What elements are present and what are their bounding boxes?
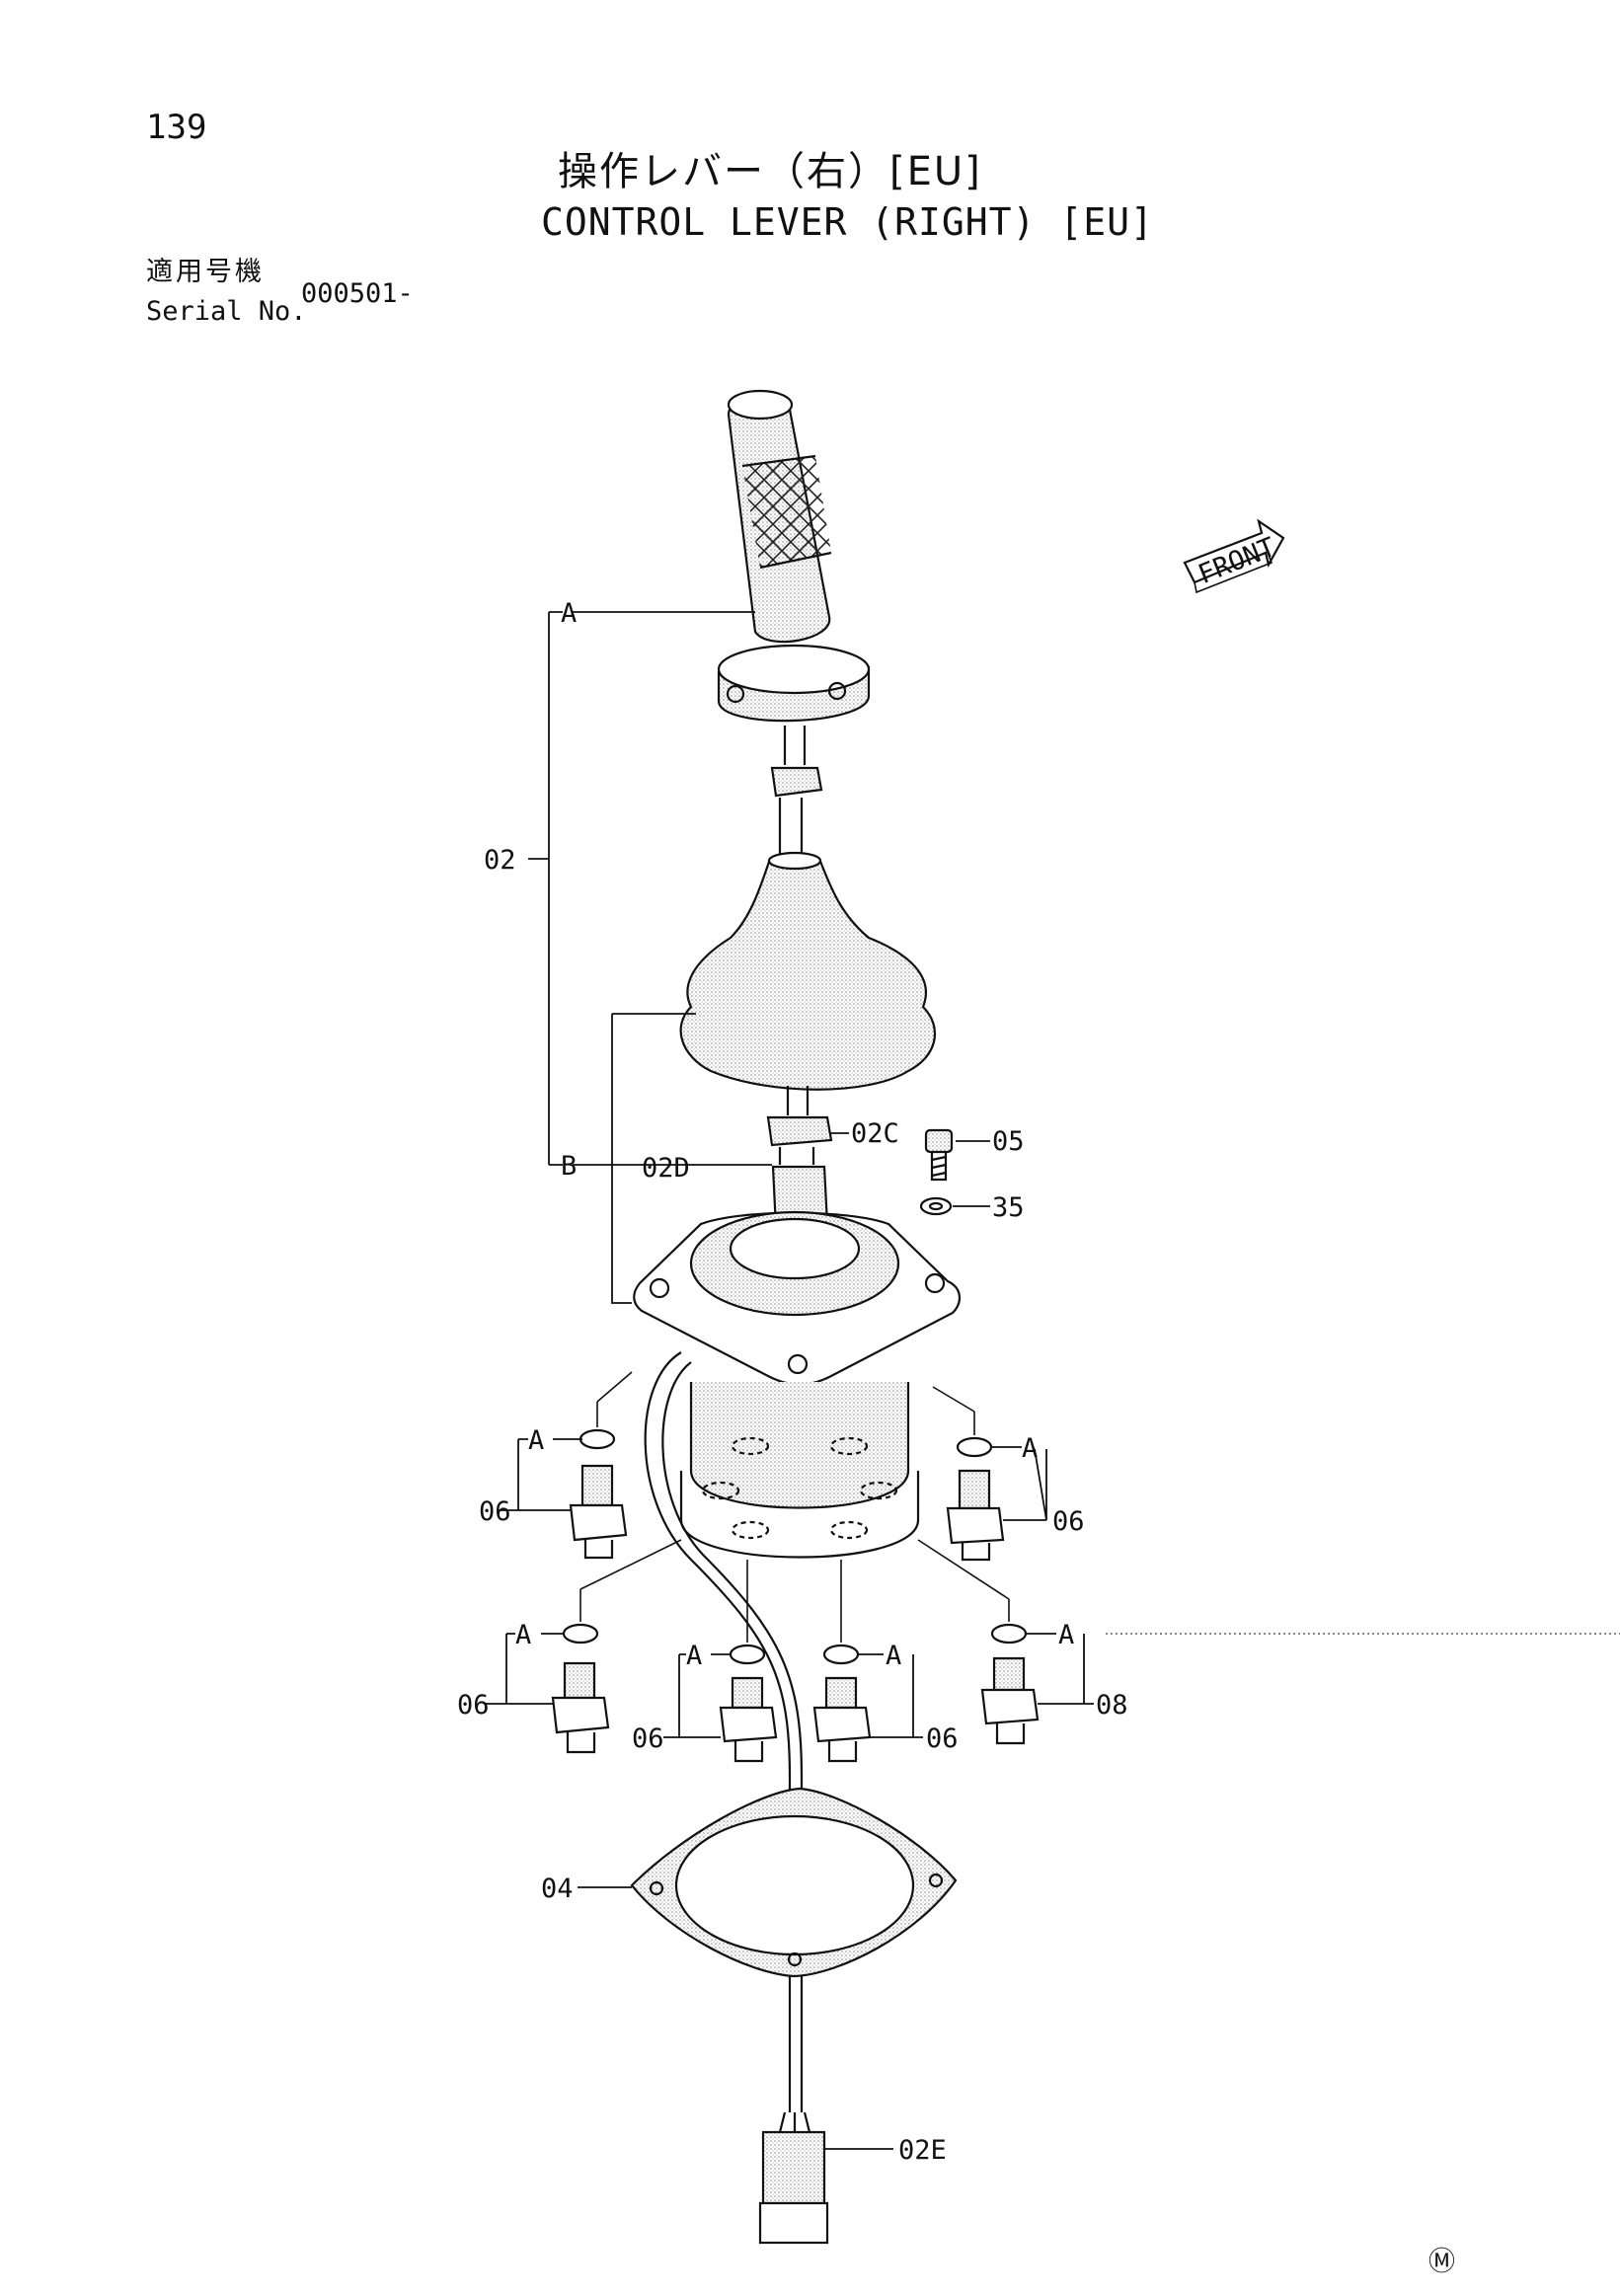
cable	[644, 1351, 804, 2112]
washer-part-35	[919, 1196, 953, 1216]
front-badge-label: FRONT	[1195, 532, 1280, 590]
callout-02D: 02D	[642, 1153, 690, 1184]
connector-part-02E	[758, 2111, 829, 2245]
callout-A-lower-center-right: A	[886, 1641, 901, 1671]
title-japanese: 操作レバー（右）[EU]	[558, 149, 982, 194]
callout-A-lower-center-left: A	[686, 1641, 702, 1671]
callout-02C: 02C	[851, 1118, 899, 1149]
callout-06-lower-center-right: 06	[926, 1723, 959, 1754]
callout-05: 05	[992, 1126, 1025, 1157]
callout-A-lower-left: A	[515, 1620, 531, 1650]
callout-A-upper-left: A	[528, 1425, 544, 1456]
callout-02E: 02E	[898, 2135, 947, 2166]
callout-A-top: A	[561, 598, 577, 629]
callout-06-lower-center-left: 06	[632, 1723, 664, 1754]
rubber-boot	[679, 851, 937, 1091]
fitting-upper-right	[946, 1436, 1005, 1562]
fitting-lower-right-08	[980, 1623, 1040, 1745]
callout-35: 35	[992, 1192, 1025, 1223]
fitting-lower-center-right	[812, 1644, 872, 1763]
callout-06-lower-left: 06	[457, 1690, 490, 1721]
serial-label-english: Serial No.	[146, 296, 307, 327]
shaft-assembly	[766, 1086, 833, 1230]
page-number: 139	[146, 108, 207, 147]
fitting-lower-center-left	[719, 1644, 778, 1763]
front-direction-badge	[1183, 518, 1285, 594]
title-english: CONTROL LEVER (RIGHT) [EU]	[541, 200, 1154, 244]
callout-08: 08	[1096, 1690, 1128, 1721]
screw-part-05	[924, 1128, 954, 1182]
callout-B: B	[561, 1151, 577, 1182]
grip-clamp-ring	[717, 644, 871, 723]
lever-rod-and-nut	[770, 726, 823, 859]
m-mark: Ⓜ	[1428, 2247, 1455, 2277]
lever-grip	[727, 389, 832, 644]
serial-number-value: 000501-	[301, 278, 414, 309]
callout-A-lower-right: A	[1058, 1620, 1074, 1650]
callout-06-upper-left: 06	[479, 1496, 511, 1527]
callout-06-upper-right: 06	[1052, 1506, 1085, 1537]
fitting-lower-left	[551, 1623, 610, 1754]
valve-body	[633, 1210, 961, 1559]
callout-02: 02	[484, 845, 516, 876]
gasket-part-04	[630, 1787, 958, 1978]
callout-04: 04	[541, 1874, 574, 1904]
serial-label-japanese: 適用号機	[146, 257, 265, 287]
leader-lines	[484, 611, 1620, 2150]
fitting-upper-left	[569, 1428, 628, 1560]
callout-A-upper-right: A	[1022, 1433, 1038, 1464]
